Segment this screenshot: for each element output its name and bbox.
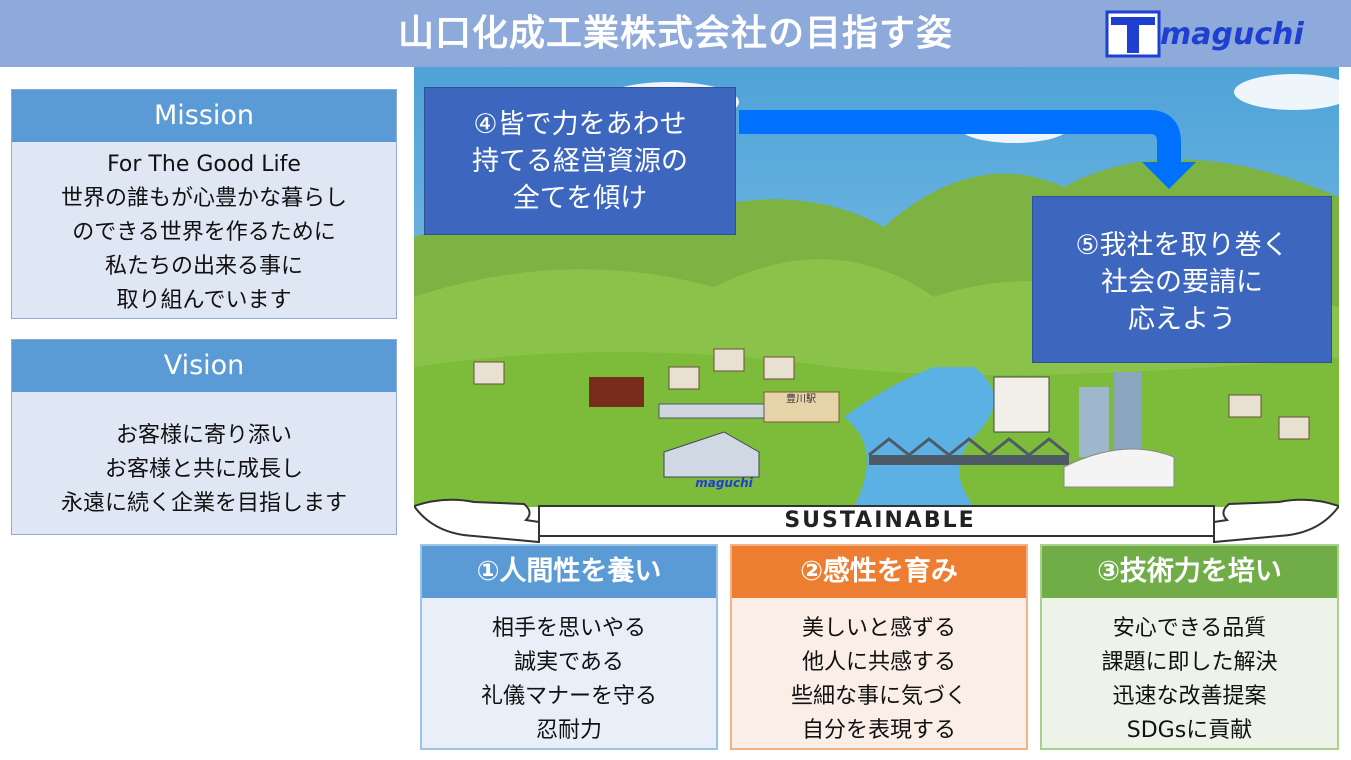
supporting-hands-icon: [414, 498, 1339, 544]
pillar-technology: ③技術力を培い 安心できる品質 課題に即した解決 迅速な改善提案 SDGsに貢献: [1040, 544, 1339, 750]
landscape-illustration: 豊川駅 maguchi ④皆で力をあわせ 持てる経営資源の 全てを傾け ⑤我社を…: [414, 67, 1339, 507]
pillar-humanity-heading: ①人間性を養い: [422, 546, 716, 598]
logo-mark-icon: [1105, 10, 1161, 58]
mission-text: For The Good Life 世界の誰もが心豊かな暮らし のできる世界を作…: [60, 152, 347, 313]
pillar-sensitivity-text: 美しいと感ずる 他人に共感する 些細な事に気づく 自分を表現する: [790, 616, 967, 743]
mission-heading: Mission: [12, 90, 396, 142]
pillar-humanity: ①人間性を養い 相手を思いやる 誠実である 礼儀マナーを守る 忍耐力: [420, 544, 718, 750]
vision-heading: Vision: [12, 340, 396, 392]
sustainable-label: SUSTAINABLE: [784, 508, 976, 533]
factory-logo: maguchi: [695, 476, 753, 490]
card-step-5: ⑤我社を取り巻く 社会の要請に 応えよう: [1032, 196, 1332, 363]
page-title: 山口化成工業株式会社の目指す姿: [397, 13, 953, 54]
vision-text: お客様に寄り添い お客様と共に成長し 永遠に続く企業を目指します: [60, 423, 347, 516]
pillar-sensitivity: ②感性を育み 美しいと感ずる 他人に共感する 些細な事に気づく 自分を表現する: [730, 544, 1028, 750]
logo-wordmark: maguchi: [1160, 17, 1304, 52]
company-logo: maguchi: [1105, 9, 1341, 59]
card-step-4: ④皆で力をあわせ 持てる経営資源の 全てを傾け: [424, 87, 736, 235]
pillar-sensitivity-heading: ②感性を育み: [732, 546, 1026, 598]
pillar-humanity-text: 相手を思いやる 誠実である 礼儀マナーを守る 忍耐力: [480, 616, 657, 743]
mission-panel: Mission For The Good Life 世界の誰もが心豊かな暮らし …: [11, 89, 397, 319]
pillar-technology-heading: ③技術力を培い: [1042, 546, 1337, 598]
vision-panel: Vision お客様に寄り添い お客様と共に成長し 永遠に続く企業を目指します: [11, 339, 397, 535]
station-sign: 豊川駅: [786, 392, 816, 405]
pillar-technology-text: 安心できる品質 課題に即した解決 迅速な改善提案 SDGsに貢献: [1101, 616, 1278, 743]
